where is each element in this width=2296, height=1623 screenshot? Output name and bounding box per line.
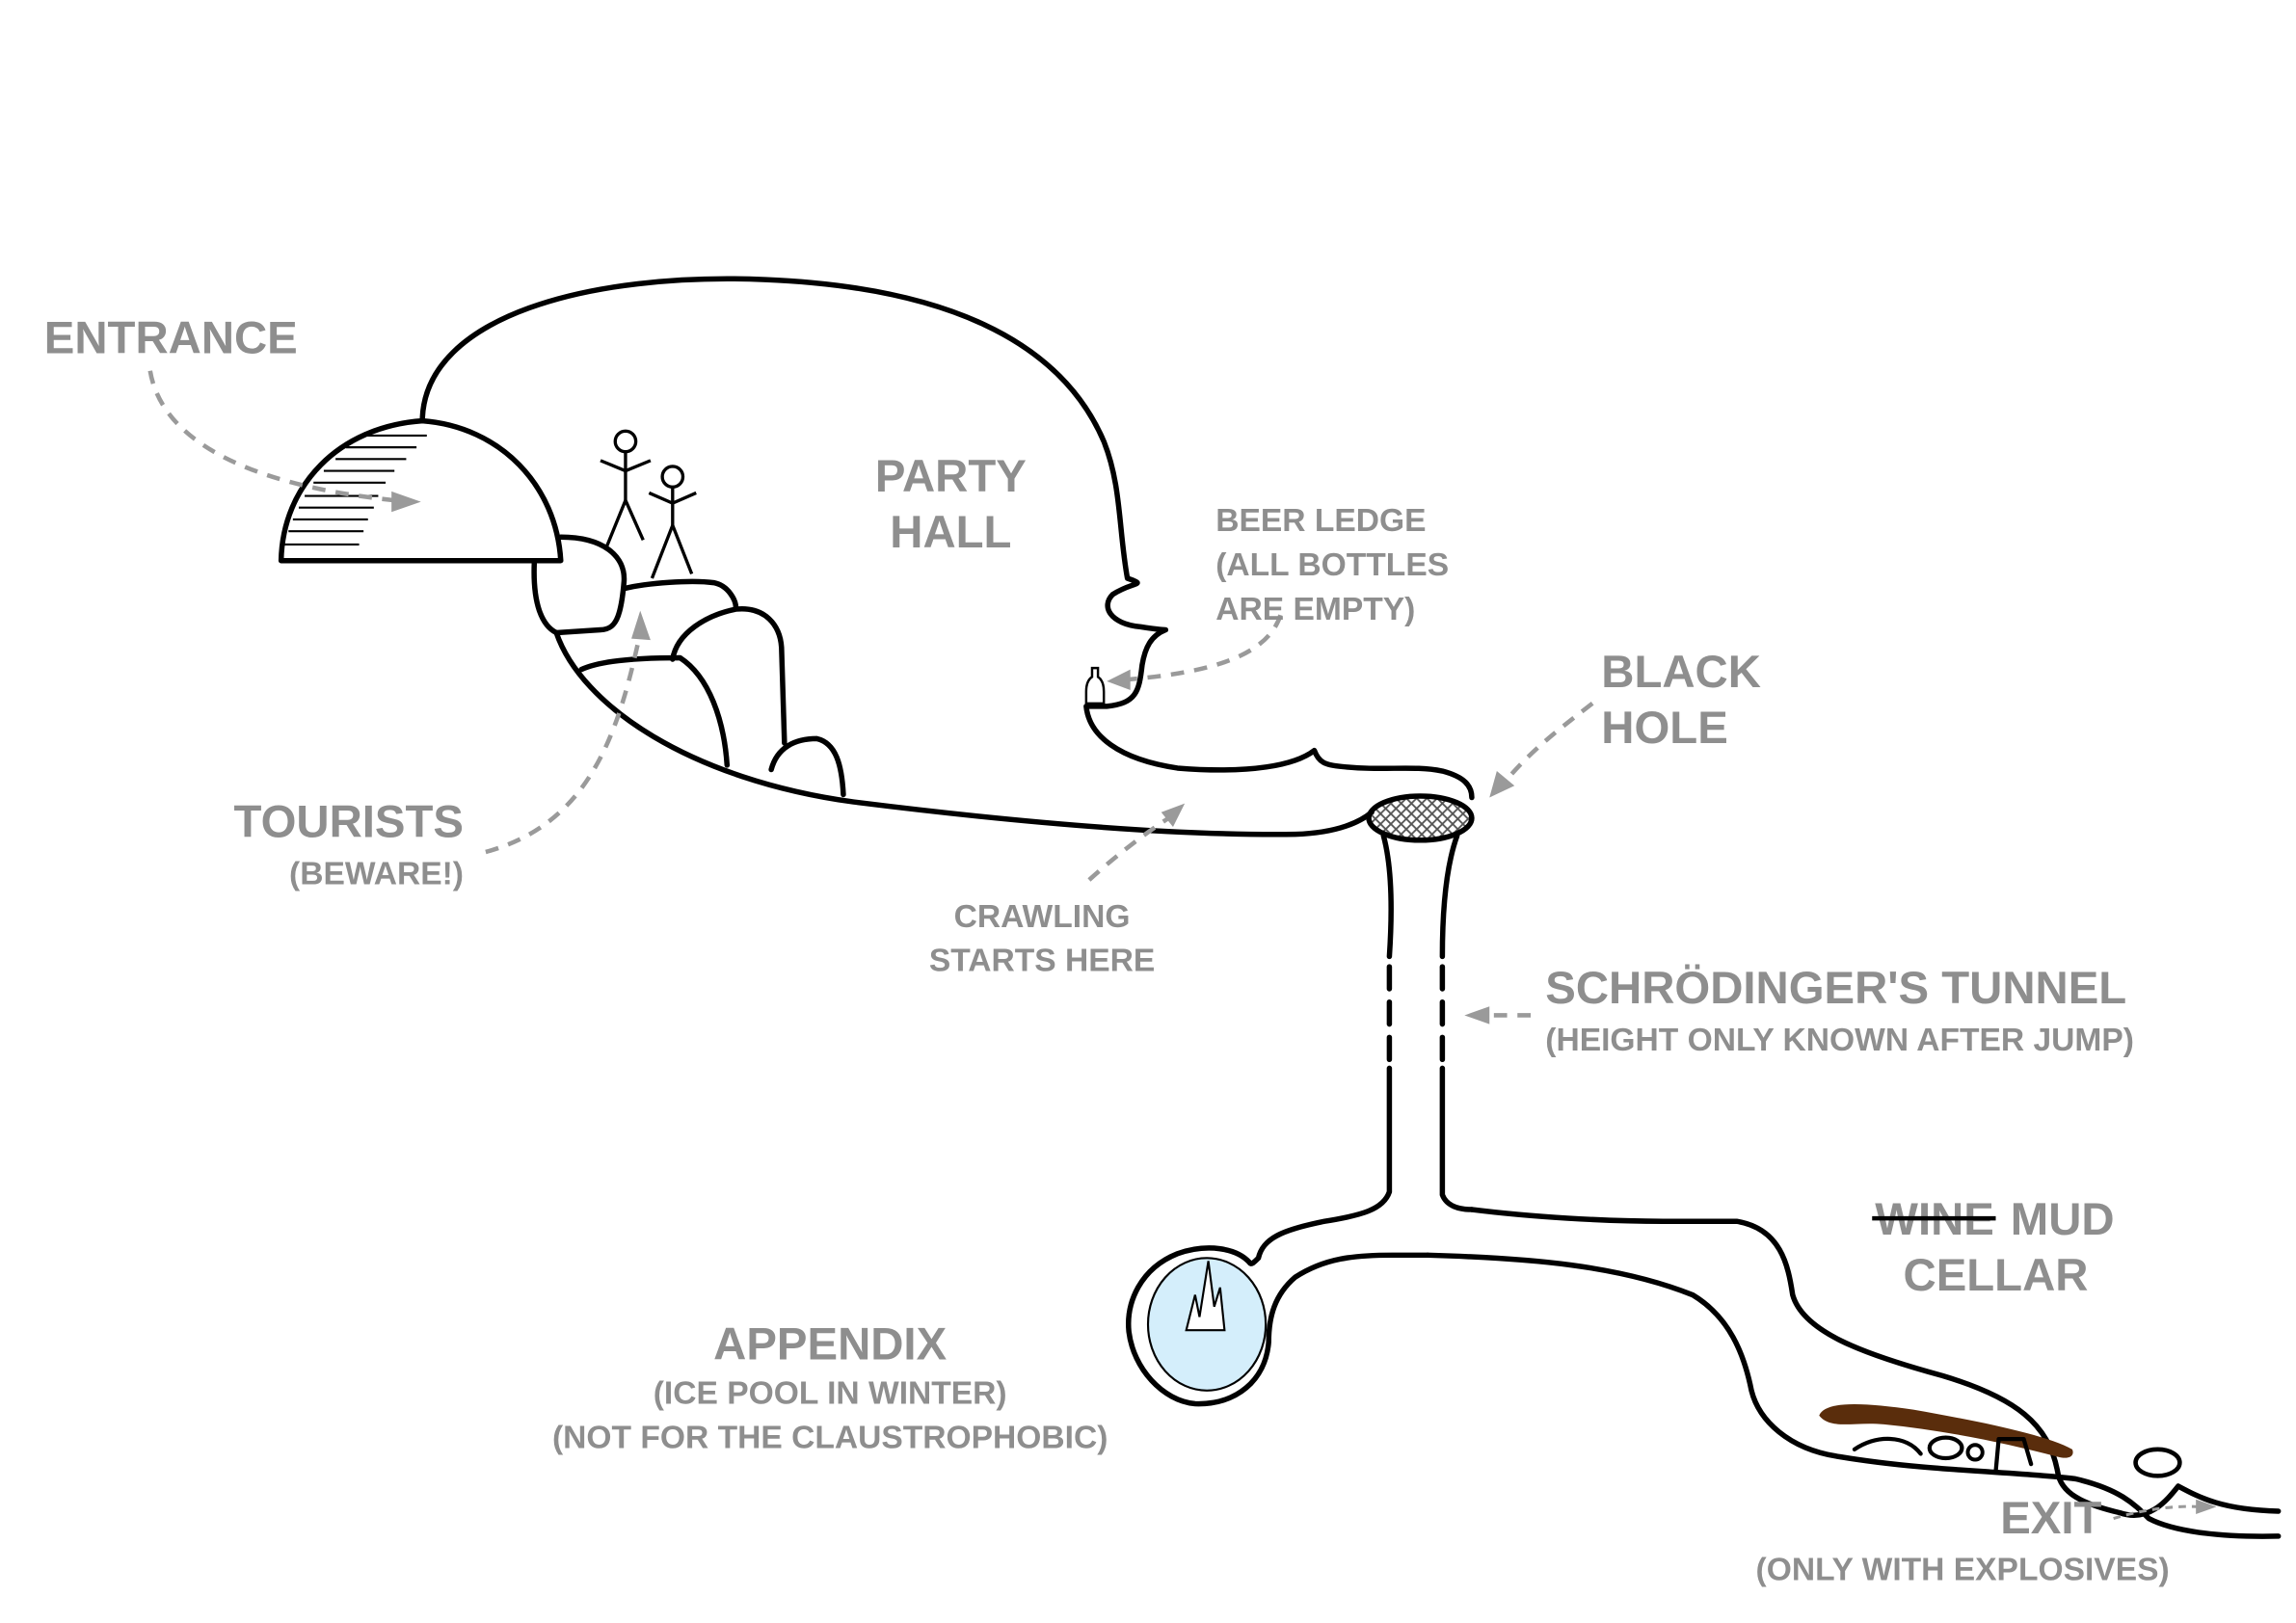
label-tunnel: SCHRÖDINGER'S TUNNEL [1545, 963, 2126, 1014]
label-beer-ledge-3: ARE EMPTY) [1215, 592, 1415, 627]
beer-ledge-arrow [1124, 614, 1283, 682]
label-party-hall-1: PARTY [875, 451, 1027, 502]
boulder-icon [553, 534, 846, 798]
arrow-head-icon [2196, 1499, 2217, 1515]
black-hole-arrow [1502, 701, 1594, 785]
stick-figure-icon [600, 429, 697, 579]
label-black-hole-1: BLACK [1601, 647, 1761, 698]
party-hall-wall [419, 276, 1475, 801]
black-hole-icon [1366, 793, 1475, 843]
arrow-head-icon [1489, 771, 1515, 798]
label-beer-ledge-2: (ALL BOTTLES [1215, 547, 1449, 583]
label-tourists: TOURISTS [234, 797, 464, 848]
cave-outline [278, 276, 2282, 1539]
boulder-icon [1852, 1435, 2182, 1478]
label-beer-ledge-1: BEER LEDGE [1215, 503, 1426, 539]
label-appendix-note-2: (NOT FOR THE CLAUSTROPHOBIC) [552, 1420, 1108, 1455]
icicle-icon [1185, 1261, 1226, 1332]
label-entrance: ENTRANCE [44, 312, 298, 363]
label-tourists-note: (BEWARE!) [289, 857, 464, 892]
label-black-hole-2: HOLE [1601, 703, 1727, 754]
pointer-arrows [147, 370, 2217, 1521]
entrance-dome-icon [278, 417, 564, 564]
label-crawling-2: STARTS HERE [929, 944, 1155, 979]
exit-arrow [2113, 1504, 2200, 1521]
arrow-head-icon [391, 491, 421, 513]
tourists-arrow [485, 632, 643, 855]
mud-cellar-wall-upper [1469, 1207, 2282, 1518]
arrow-head-icon [631, 610, 651, 641]
crawling-arrow [1087, 815, 1170, 882]
mud-cellar-wall-lower [1425, 1252, 2282, 1539]
arrow-head-icon [1107, 669, 1131, 691]
label-tunnel-note: (HEIGHT ONLY KNOWN AFTER JUMP) [1545, 1023, 2134, 1058]
label-appendix-note-1: (ICE POOL IN WINTER) [654, 1376, 1007, 1412]
label-exit: EXIT [2000, 1493, 2101, 1544]
arrow-head-icon [1161, 803, 1186, 828]
schrodinger-tunnel [1246, 833, 1475, 1266]
label-cellar-2: CELLAR [1904, 1250, 2089, 1301]
label-appendix: APPENDIX [713, 1319, 947, 1370]
label-party-hall-2: HALL [890, 507, 1011, 558]
label-cellar-mud: MUD [2011, 1194, 2115, 1245]
ice-pool-icon [1126, 1245, 1430, 1407]
entrance-arrow [147, 370, 395, 503]
bottle-icon [1084, 666, 1106, 705]
arrow-head-icon [1464, 1006, 1490, 1024]
label-crawling-1: CRAWLING [954, 899, 1131, 935]
mud-deposit-icon [1819, 1404, 2073, 1458]
labels: ENTRANCE PARTY HALL BEER LEDGE (ALL BOTT… [44, 312, 2170, 1587]
label-exit-note: (ONLY WITH EXPLOSIVES) [1756, 1553, 2170, 1588]
